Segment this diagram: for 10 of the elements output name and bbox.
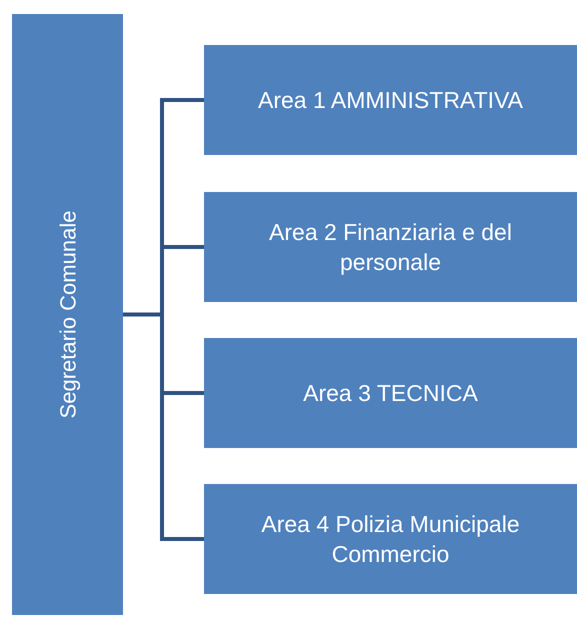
area-box xyxy=(204,192,577,302)
area-box xyxy=(204,338,577,448)
box-label: Area 1 AMMINISTRATIVA xyxy=(257,86,524,115)
box-label: Segretario Comunale xyxy=(54,210,81,418)
box-label: Area 4 Polizia Municipale Commercio xyxy=(260,510,521,569)
box-label: Area 3 TECNICA xyxy=(302,379,479,408)
area-box xyxy=(204,45,577,155)
title-bar xyxy=(12,14,123,615)
box-label: Area 2 Finanziaria e del personale xyxy=(268,218,513,277)
area-box xyxy=(204,484,577,594)
